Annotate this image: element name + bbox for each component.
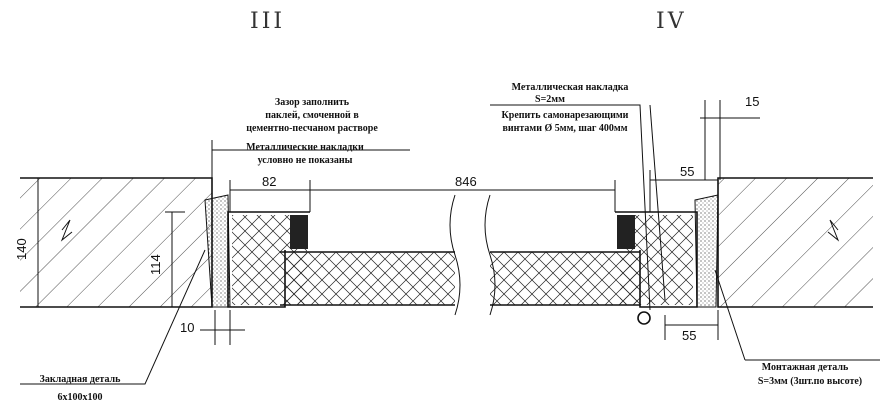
note-plates-hidden: Металлические накладки условно не показа…	[246, 142, 364, 166]
right-wall	[717, 177, 873, 308]
svg-text:Монтажная деталь: Монтажная деталь	[762, 362, 849, 373]
dim-left-gap: 10	[180, 320, 194, 335]
svg-text:Крепить самонарезающими: Крепить самонарезающими	[502, 110, 629, 121]
svg-text:паклей, смоченной в: паклей, смоченной в	[265, 110, 359, 121]
svg-text:Металлические накладки: Металлические накладки	[246, 142, 364, 153]
note-embedded-part: Закладная деталь 6x100x100	[40, 374, 122, 403]
screw-icon	[637, 311, 651, 325]
dim-opening-width: 846	[455, 174, 477, 189]
svg-text:цементно-песчаном растворе: цементно-песчаном растворе	[246, 123, 378, 134]
left-wall	[20, 177, 213, 308]
note-gap-fill: Зазор заполнить паклей, смоченной в цеме…	[246, 97, 378, 134]
svg-text:условно не показаны: условно не показаны	[258, 155, 353, 166]
dim-right-gap: 15	[745, 94, 759, 109]
svg-text:S=2мм: S=2мм	[535, 94, 565, 105]
svg-text:S=3мм (3шт.по высоте): S=3мм (3шт.по высоте)	[758, 376, 862, 387]
dim-wall-height: 140	[14, 238, 29, 260]
note-mounting-part: Монтажная деталь S=3мм (3шт.по высоте)	[758, 362, 862, 387]
section-label-iii: III	[250, 9, 285, 34]
svg-text:6x100x100: 6x100x100	[58, 392, 103, 403]
dim-right-top: 55	[680, 164, 694, 179]
section-label-iv: IV	[656, 9, 687, 34]
dim-frame-width: 82	[262, 174, 276, 189]
right-frame-channel	[490, 211, 698, 325]
note-fastening: Крепить самонарезающими винтами Ø 5мм, ш…	[502, 110, 629, 134]
svg-text:Закладная деталь: Закладная деталь	[40, 374, 122, 385]
left-frame-channel	[227, 211, 455, 308]
right-mortar-fill	[694, 194, 719, 308]
dim-right-bottom: 55	[682, 328, 696, 343]
dim-panel-height: 114	[148, 254, 163, 275]
svg-text:Металлическая накладка: Металлическая накладка	[512, 82, 629, 93]
note-metal-plate: Металлическая накладка S=2мм	[512, 82, 629, 105]
svg-text:Зазор заполнить: Зазор заполнить	[275, 97, 350, 108]
dimension-lines	[20, 100, 880, 385]
svg-text:винтами Ø 5мм, шаг 400мм: винтами Ø 5мм, шаг 400мм	[502, 123, 627, 134]
break-lines	[449, 194, 496, 316]
